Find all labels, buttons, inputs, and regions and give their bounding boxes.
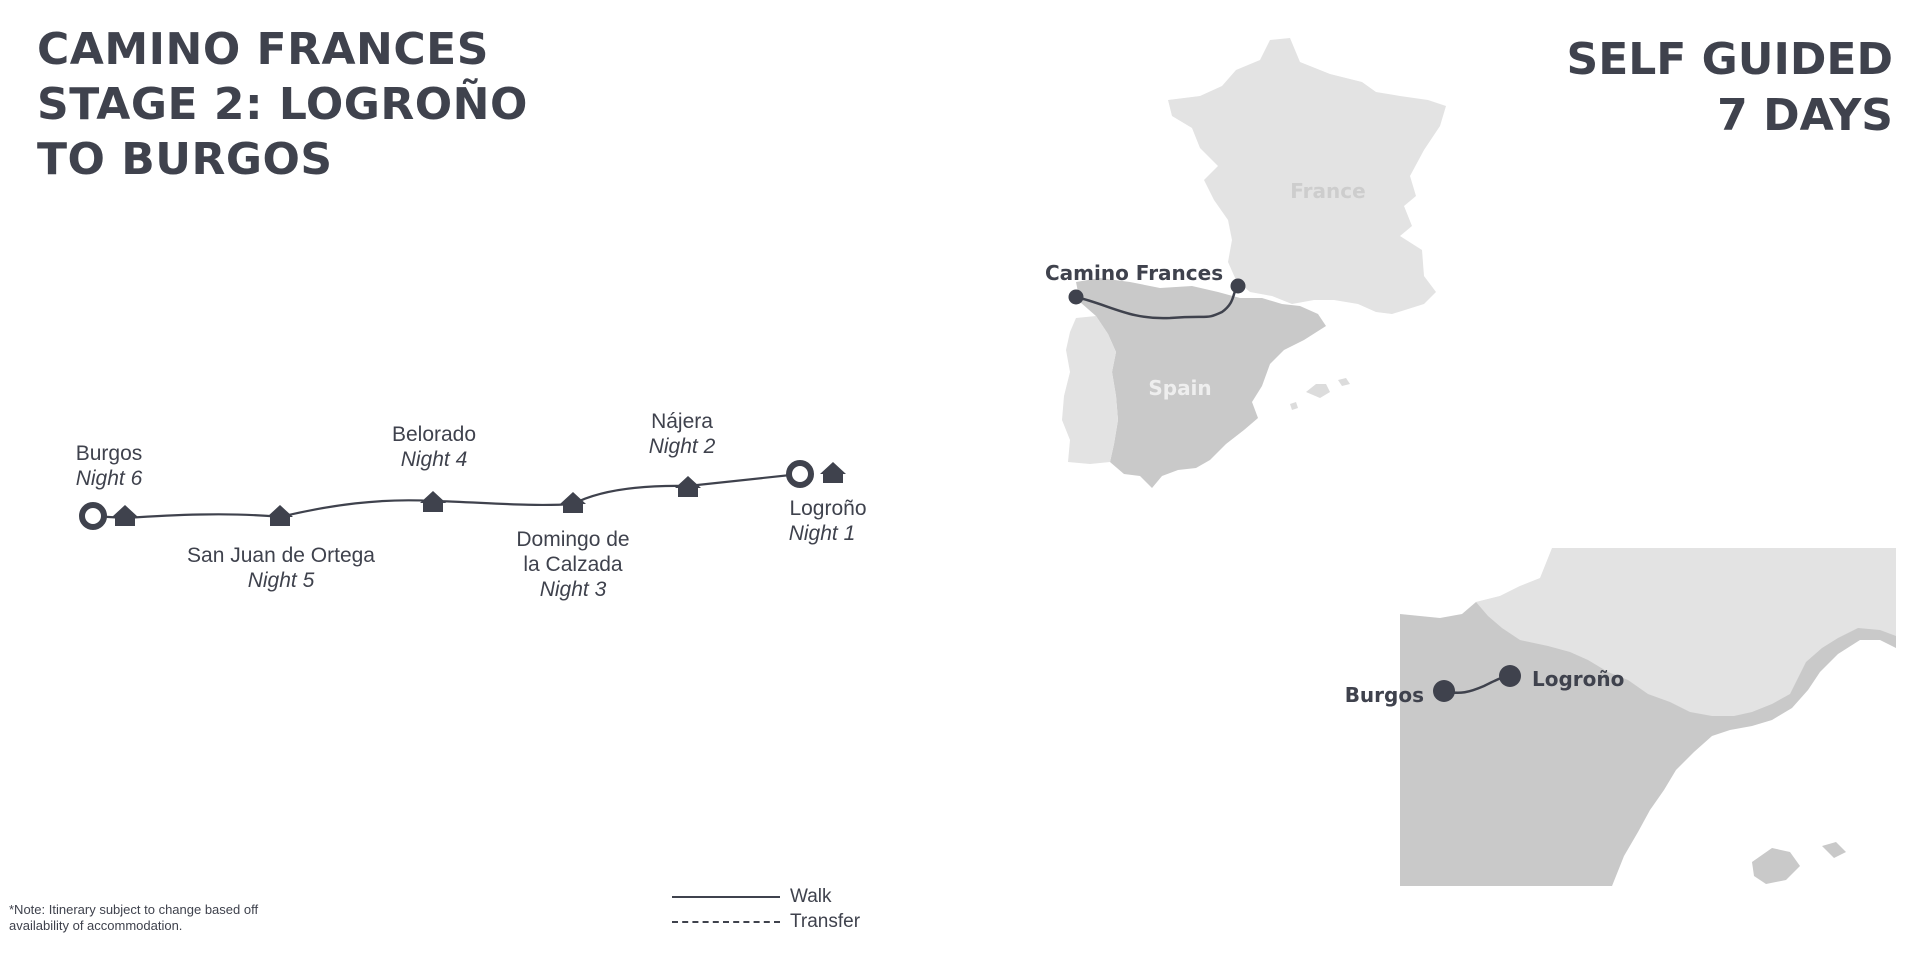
title-line-1: CAMINO FRANCES xyxy=(37,24,489,75)
house-icon xyxy=(560,492,586,513)
france-shape xyxy=(1168,38,1446,314)
dot-marker-icon xyxy=(1433,680,1455,702)
stop-name-burgos: Burgos xyxy=(76,442,143,465)
legend-walk-label: Walk xyxy=(790,885,832,907)
detail-sea-east xyxy=(1612,640,1896,886)
portugal-shape xyxy=(1062,316,1118,464)
house-icon xyxy=(420,491,446,512)
house-icon xyxy=(267,505,293,526)
stop-name-belorado: Belorado xyxy=(392,423,476,446)
house-icon xyxy=(112,505,138,526)
ring-marker-icon xyxy=(79,502,107,530)
legend-transfer: Transfer xyxy=(672,909,860,934)
camino-route-line xyxy=(1075,285,1239,320)
stop-name-san-juan: San Juan de Ortega xyxy=(187,544,375,567)
detail-label-logrono: Logroño xyxy=(1532,667,1624,691)
detail-french-coast xyxy=(1400,548,1552,618)
legend-walk-line xyxy=(672,895,780,898)
stop-night-belorado: Night 4 xyxy=(401,448,468,471)
dot-marker-icon xyxy=(1230,278,1246,294)
title-line-3: TO BURGOS xyxy=(37,134,333,185)
house-icon xyxy=(675,476,701,497)
country-label-france: France xyxy=(1290,179,1365,203)
stop-name-najera: Nájera xyxy=(651,410,713,433)
ring-marker-icon xyxy=(786,460,814,488)
dot-marker-icon xyxy=(1499,665,1521,687)
stop-night-logrono: Night 1 xyxy=(789,522,856,545)
stop-name-logrono: Logroño xyxy=(789,497,866,520)
legend-transfer-line xyxy=(672,920,780,923)
itinerary-note: *Note: Itinerary subject to change based… xyxy=(9,902,259,933)
stop-night-domingo: Night 3 xyxy=(540,578,607,601)
dot-marker-icon xyxy=(1068,289,1084,305)
overview-map: France Spain Camino Frances xyxy=(1045,38,1446,488)
detail-label-burgos: Burgos xyxy=(1345,683,1424,707)
stop-night-san-juan: Night 5 xyxy=(248,569,315,592)
legend: Walk Transfer xyxy=(672,884,860,934)
badge-line-2: 7 DAYS xyxy=(1717,90,1893,141)
badge-line-1: SELF GUIDED xyxy=(1566,34,1893,85)
detail-map: Burgos Logroño xyxy=(1345,548,1896,886)
detail-france-shape xyxy=(1400,548,1896,716)
page-title: CAMINO FRANCES STAGE 2: LOGROÑO TO BURGO… xyxy=(37,22,528,187)
legend-transfer-label: Transfer xyxy=(790,910,861,932)
route-diagram: Burgos Night 6 San Juan de Ortega Night … xyxy=(76,410,867,601)
house-icon xyxy=(820,462,846,483)
stop-name-domingo-2: la Calzada xyxy=(523,553,623,576)
tour-badge: SELF GUIDED 7 DAYS xyxy=(1567,32,1893,144)
balearic-islands xyxy=(1290,378,1350,410)
title-line-2: STAGE 2: LOGROÑO xyxy=(37,79,528,130)
detail-mallorca xyxy=(1752,842,1846,884)
spain-shape xyxy=(1076,278,1326,488)
stop-night-najera: Night 2 xyxy=(649,435,716,458)
stop-name-domingo-1: Domingo de xyxy=(516,528,629,551)
camino-route-label: Camino Frances xyxy=(1045,261,1223,285)
stop-night-burgos: Night 6 xyxy=(76,467,143,490)
legend-walk: Walk xyxy=(672,884,860,909)
country-label-spain: Spain xyxy=(1148,376,1211,400)
